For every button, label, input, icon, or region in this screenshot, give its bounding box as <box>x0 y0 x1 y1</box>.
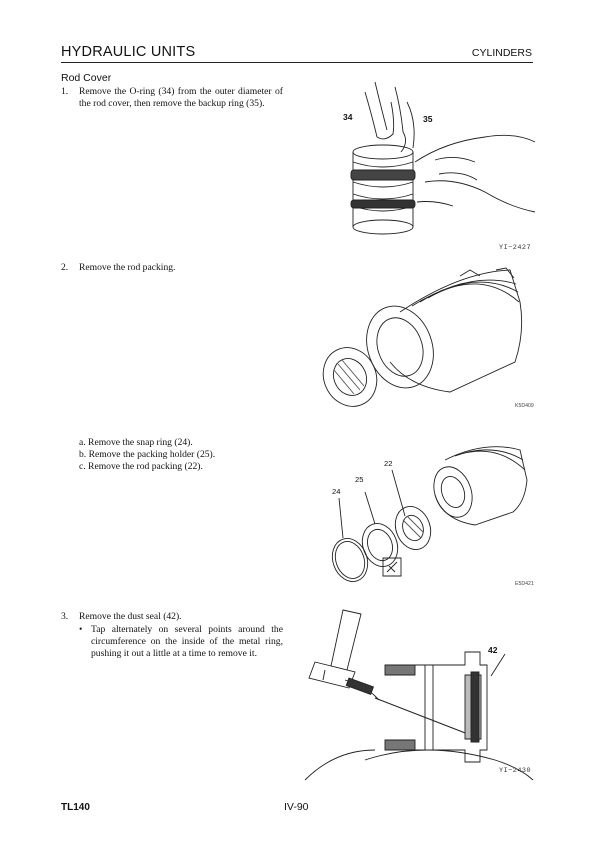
substep-b: b. Remove the packing holder (25). <box>79 449 216 460</box>
callout-42: 42 <box>488 645 498 655</box>
footer-model: TL140 <box>61 802 90 813</box>
figure-caption: YI−2427 <box>499 244 532 252</box>
figure-dust-seal-removal <box>305 610 535 780</box>
step-3: 3. Remove the dust seal (42). <box>61 611 283 623</box>
figure-rod-packing <box>320 262 530 412</box>
step-number: 3. <box>61 611 69 622</box>
step-2: 2. Remove the rod packing. <box>61 262 283 274</box>
substep-c: c. Remove the rod packing (22). <box>79 461 203 472</box>
figure-caption: E5D421 <box>515 581 534 587</box>
bullet-mark: • <box>79 624 83 635</box>
step-text: Remove the O-ring (34) from the outer di… <box>79 86 283 110</box>
step-number: 1. <box>61 86 69 97</box>
section-title: Rod Cover <box>61 72 112 84</box>
step-number: 2. <box>61 262 69 273</box>
figure-packing-parts <box>325 440 530 585</box>
bullet-item: • Tap alternately on several points arou… <box>79 624 283 661</box>
figure-caption: YI−2430 <box>499 767 532 775</box>
callout-24: 24 <box>332 487 341 496</box>
figure-oring-removal <box>335 82 535 242</box>
callout-35: 35 <box>423 114 433 124</box>
step-text: Remove the dust seal (42). <box>79 611 182 622</box>
callout-34: 34 <box>343 112 353 122</box>
step-text: Remove the rod packing. <box>79 262 176 273</box>
callout-25: 25 <box>355 475 364 484</box>
substep-a: a. Remove the snap ring (24). <box>79 437 193 448</box>
header-title: HYDRAULIC UNITS <box>61 44 196 60</box>
figure-caption: K5D409 <box>515 403 534 409</box>
page-number: IV-90 <box>284 801 309 813</box>
header-rule <box>61 62 533 63</box>
step-1: 1. Remove the O-ring (34) from the outer… <box>61 86 283 111</box>
header-section: CYLINDERS <box>471 47 532 59</box>
callout-22: 22 <box>384 459 393 468</box>
bullet-text: Tap alternately on several points around… <box>91 624 283 660</box>
